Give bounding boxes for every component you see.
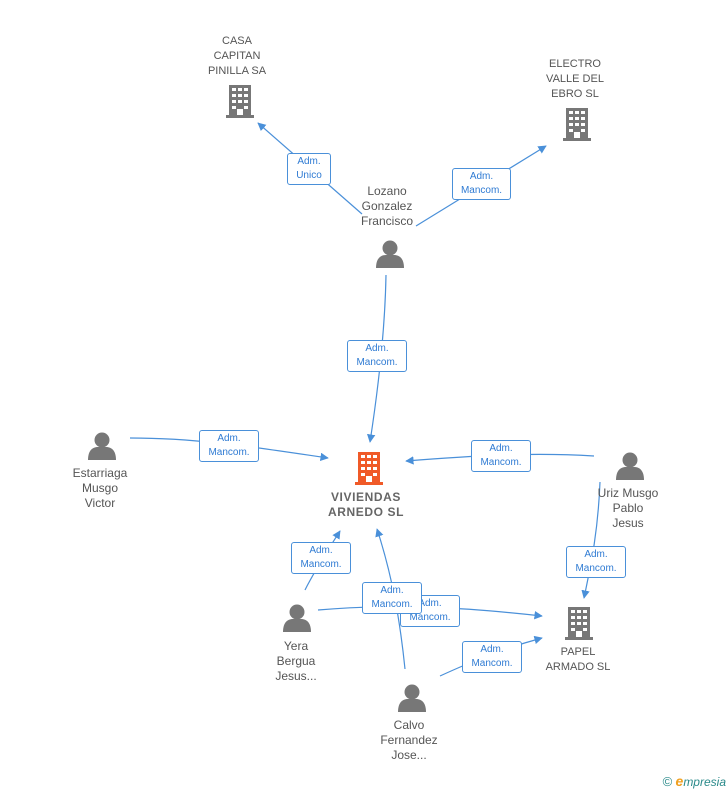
brand-logo-initial: e <box>675 773 684 789</box>
person-icon[interactable] <box>283 604 311 633</box>
node-label-papel[interactable]: PAPEL ARMADO SL <box>545 646 611 673</box>
node-label-yera[interactable]: Yera Bergua Jesus... <box>275 639 317 683</box>
person-icon[interactable] <box>398 684 426 713</box>
node-label-calvo[interactable]: Calvo Fernandez Jose... <box>380 718 438 762</box>
node-label-lozano[interactable]: Lozano Gonzalez Francisco <box>360 184 413 228</box>
person-icon[interactable] <box>616 452 644 481</box>
person-icon[interactable] <box>88 432 116 461</box>
building-icon[interactable] <box>563 108 591 141</box>
node-label-viviendas[interactable]: VIVIENDAS ARNEDO SL <box>327 490 405 519</box>
edge-label-adm-mancom[interactable]: Adm. Mancom. <box>566 546 626 578</box>
building-icon[interactable] <box>355 452 383 485</box>
building-icon[interactable] <box>565 607 593 640</box>
edge-label-adm-mancom[interactable]: Adm. Mancom. <box>199 430 259 462</box>
edge-label-adm-unico[interactable]: Adm. Unico <box>287 153 331 185</box>
brand-logo-text: mpresia <box>683 775 726 789</box>
person-icon[interactable] <box>376 240 404 269</box>
building-icon[interactable] <box>226 85 254 118</box>
copyright-symbol: © <box>662 774 673 789</box>
node-label-casa-capitan[interactable]: CASA CAPITAN PINILLA SA <box>207 35 267 77</box>
edge-uriz-papel <box>581 481 601 599</box>
edge-label-adm-mancom[interactable]: Adm. Mancom. <box>452 168 511 200</box>
edge-label-adm-mancom[interactable]: Adm. Mancom. <box>362 582 422 614</box>
node-label-uriz[interactable]: Uriz Musgo Pablo Jesus <box>597 486 659 530</box>
node-label-estarriaga[interactable]: Estarriaga Musgo Victor <box>72 466 128 510</box>
node-label-electro-valle[interactable]: ELECTRO VALLE DEL EBRO SL <box>546 58 604 100</box>
footer-brand: © empresia <box>663 773 726 789</box>
edge-label-adm-mancom[interactable]: Adm. Mancom. <box>291 542 351 574</box>
edge-label-adm-mancom[interactable]: Adm. Mancom. <box>347 340 407 372</box>
edge-label-adm-mancom[interactable]: Adm. Mancom. <box>471 440 531 472</box>
edge-label-adm-mancom[interactable]: Adm. Mancom. <box>462 641 522 673</box>
